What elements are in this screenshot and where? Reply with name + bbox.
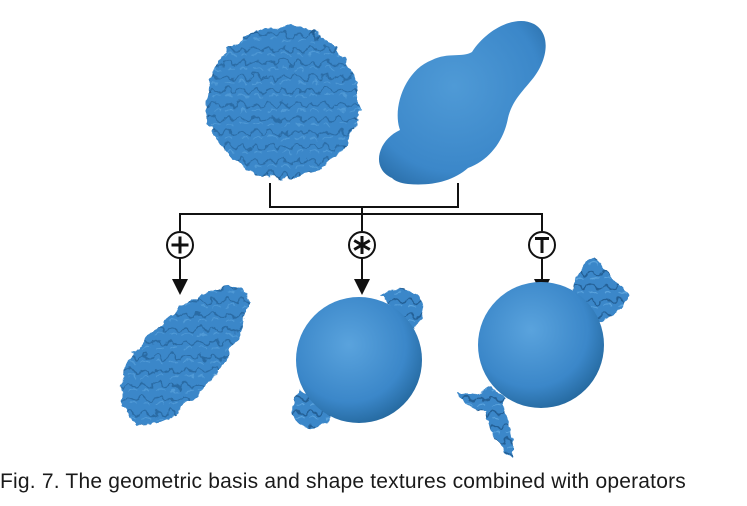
input-smooth-geometric-shape [378,20,546,185]
operator-t-icon [528,231,556,259]
operator-plus-icon [166,231,194,259]
result-asterisk-shape [292,288,423,428]
operator-asterisk-icon [348,231,376,259]
result-t-shape [456,258,630,458]
figure-caption: Fig. 7. The geometric basis and shape te… [0,470,686,493]
result-plus-shape [120,286,248,425]
input-rough-texture-shape [207,26,359,178]
connector-lines [179,183,543,231]
